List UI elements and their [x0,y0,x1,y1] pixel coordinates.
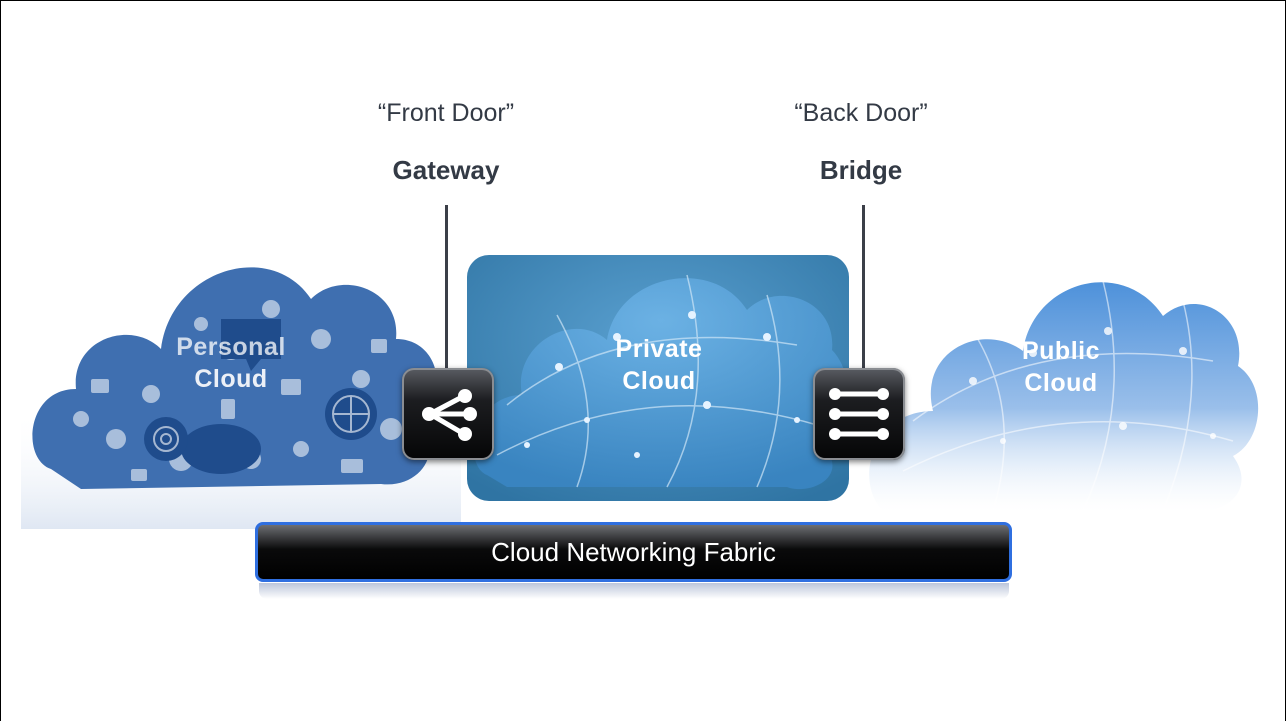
bridge-connector-line [862,205,865,369]
bridge-device[interactable] [813,368,905,460]
private-cloud-graphic [467,255,849,501]
gateway-label: Gateway [392,155,500,185]
personal-cloud-line-2: Cloud [194,365,268,393]
back-door-label: “Back Door” [794,99,928,127]
bridge-label: Bridge [819,155,903,185]
cloud-networking-fabric-bar: Cloud Networking Fabric [255,522,1012,582]
private-cloud-label: Private Cloud [579,333,739,397]
public-cloud-line-1: Public [1021,337,1100,365]
personal-cloud-line-1: Personal [176,333,286,361]
private-cloud-line-1: Private [615,335,703,363]
public-cloud-graphic [869,280,1259,512]
public-cloud-line-2: Cloud [1024,369,1098,397]
personal-cloud-graphic [21,267,461,529]
gateway-device[interactable] [402,368,494,460]
front-door-label: “Front Door” [377,99,515,127]
fabric-reflection [259,583,1009,599]
share-network-icon [422,389,477,441]
bridge-lines-icon [829,388,889,440]
private-cloud-line-2: Cloud [622,367,696,395]
personal-cloud-label: Personal Cloud [151,331,311,395]
public-cloud-label: Public Cloud [981,335,1141,399]
gateway-connector-line [445,205,448,369]
